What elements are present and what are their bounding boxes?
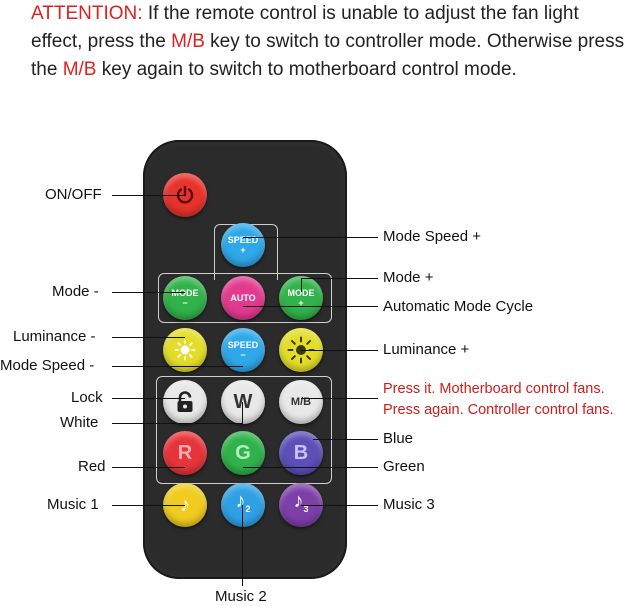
label-auto-cycle: Automatic Mode Cycle (383, 298, 534, 315)
music-3-subscript: 3 (303, 504, 309, 514)
auto-button[interactable]: AUTO (221, 276, 265, 320)
speed-minus-text: SPEED (227, 340, 259, 350)
label-music-2: Music 2 (215, 588, 267, 605)
leader-mode-speed-minus (112, 366, 243, 368)
leader-mode-plus-drop (301, 278, 303, 292)
leader-red (112, 467, 185, 469)
label-music-3: Music 3 (383, 496, 435, 513)
mode-row-group-outline (158, 273, 332, 323)
red-button[interactable]: R (163, 431, 207, 475)
leader-mode-minus (112, 292, 185, 294)
auto-text: AUTO (230, 293, 256, 303)
speed-plus-button[interactable]: SPEED+ (221, 223, 265, 267)
attention-key-1: M/B (171, 31, 205, 52)
luminance-minus-button[interactable] (163, 328, 207, 372)
mode-minus-button[interactable]: MODE− (163, 276, 207, 320)
label-mode-speed-minus: Mode Speed - (0, 357, 95, 374)
speed-minus-button[interactable]: SPEED− (221, 328, 265, 372)
label-press-1: Press it. Motherboard control fans. (383, 381, 605, 397)
mode-minus-text: MODE (171, 288, 199, 298)
attention-prefix: ATTENTION: (31, 3, 143, 24)
green-button[interactable]: G (221, 431, 265, 475)
red-button-text: R (177, 442, 193, 464)
label-music-1: Music 1 (47, 496, 99, 513)
attention-text-2: key to switch to controller mode. Otherw… (31, 31, 625, 80)
mb-button-text: M/B (290, 396, 312, 408)
leader-luminance-minus (112, 337, 185, 339)
mb-button[interactable]: M/B (279, 380, 323, 424)
leader-lock (112, 398, 185, 400)
leader-music-3 (301, 505, 378, 507)
leader-mode-plus (301, 278, 378, 280)
label-blue: Blue (383, 430, 414, 447)
music-note-icon: ♪ (180, 494, 190, 516)
attention-note: ATTENTION: If the remote control is unab… (31, 0, 631, 84)
leader-mode-speed-plus (243, 237, 378, 239)
music-2-subscript: 2 (245, 504, 251, 514)
label-on-off: ON/OFF (45, 186, 102, 203)
lock-button[interactable] (163, 380, 207, 424)
leader-white (112, 423, 243, 425)
label-green: Green (383, 458, 425, 475)
leader-blue (313, 439, 378, 441)
attention-key-2: M/B (62, 59, 97, 80)
leader-music-2 (242, 505, 244, 586)
lock-icon (177, 391, 193, 412)
attention-text-3: key again to switch to motherboard contr… (96, 59, 517, 80)
label-mode-speed-plus: Mode Speed + (383, 228, 481, 245)
green-button-text: G (235, 442, 251, 464)
leader-on-off (112, 195, 185, 197)
blue-button[interactable]: B (279, 431, 323, 475)
mode-plus-sign: + (298, 298, 304, 308)
attention-text-1: If the remote control is unable to adjus… (31, 3, 579, 52)
leader-mb (301, 398, 378, 400)
leader-luminance-plus (301, 350, 378, 352)
power-icon (176, 185, 194, 204)
label-luminance-minus: Luminance - (13, 328, 96, 345)
blue-button-text: B (293, 442, 309, 464)
label-white: White (60, 414, 99, 431)
music-note-icon: ♪ (293, 490, 304, 512)
label-mode-minus: Mode - (52, 283, 99, 300)
mode-minus-sign: − (182, 298, 188, 308)
speed-minus-sign: − (240, 350, 246, 360)
leader-white-rise (242, 402, 244, 424)
label-mode-plus: Mode + (383, 269, 434, 286)
mode-plus-text: MODE (287, 288, 315, 298)
leader-green (243, 467, 378, 469)
label-press-2: Press again. Controller control fans. (383, 402, 614, 418)
music-note-icon: ♪ (235, 490, 246, 512)
label-lock: Lock (71, 389, 103, 406)
speed-plus-text: SPEED (227, 235, 259, 245)
leader-auto-cycle (243, 306, 378, 308)
label-red: Red (78, 458, 106, 475)
sun-dim-icon (174, 339, 196, 361)
leader-music-1 (112, 505, 185, 507)
label-luminance-plus: Luminance + (383, 341, 470, 358)
speed-plus-sign: + (240, 245, 246, 255)
